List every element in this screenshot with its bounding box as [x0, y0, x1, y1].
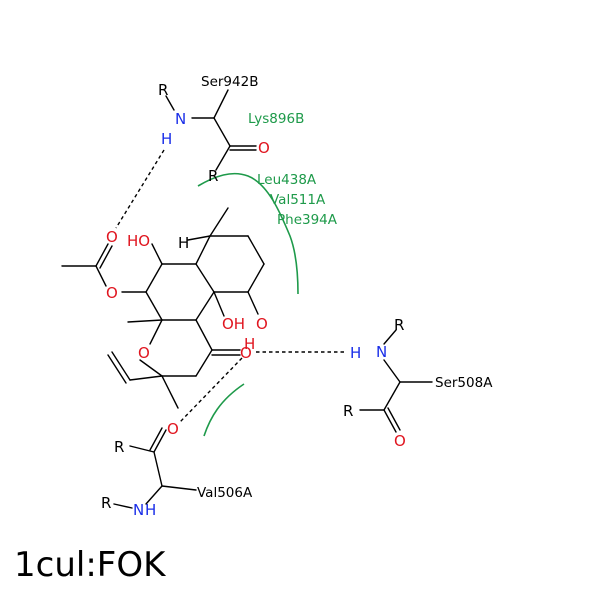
- atom-oh-c9: OH: [222, 315, 245, 333]
- hydrogen-bonds: [115, 149, 346, 423]
- atom-h-ring-junction: H: [178, 234, 189, 252]
- atom-r-val506a: R: [101, 494, 111, 512]
- atom-o-ketone: O: [240, 344, 252, 362]
- atom-o-val506a: O: [167, 420, 179, 438]
- atom-r-val506a-top: R: [114, 438, 124, 456]
- residue-label-leu438a: Leu438A: [257, 172, 317, 188]
- atom-o-acetyl-carbonyl: O: [106, 228, 118, 246]
- atom-h-c1-hydroxyl: H: [244, 335, 255, 353]
- atom-o-c1-hydroxyl: O: [256, 315, 268, 333]
- atom-o-ser508a: O: [394, 432, 406, 450]
- atom-n-ser942b: N: [175, 110, 186, 128]
- atom-o-acetyl-ester: O: [106, 284, 118, 302]
- atom-nh-n-val506a: N: [133, 501, 144, 519]
- atom-h-ser942b: H: [161, 130, 172, 148]
- residue-label-val506a: Val506A: [197, 485, 253, 501]
- atom-o-ring-ether: O: [138, 344, 150, 362]
- atom-r-ser508a-top: R: [394, 316, 404, 334]
- atom-o-ser942b: O: [258, 139, 270, 157]
- atom-nh-h-val506a: H: [145, 501, 156, 519]
- residue-label-val511a: Val511A: [270, 192, 326, 208]
- residue-label-ser508a: Ser508A: [435, 375, 493, 391]
- hydrophobic-arc-upper: [197, 172, 299, 295]
- atom-n-ser508a: N: [376, 343, 387, 361]
- residue-bonds: [113, 89, 433, 509]
- hydrophobic-arc-lower: [203, 383, 245, 437]
- atom-r-lys896b: R: [208, 167, 218, 185]
- residue-label-lys896b: Lys896B: [248, 111, 304, 127]
- atom-ho-c1: HO: [127, 232, 150, 250]
- residue-label-phe394a: Phe394A: [277, 212, 338, 228]
- ligand-bonds: [61, 207, 265, 409]
- atom-h-ser508a: H: [350, 344, 361, 362]
- residue-label-ser942b: Ser942B: [201, 74, 258, 90]
- atom-r-ser942b: R: [158, 81, 168, 99]
- atom-r-ser508a: R: [343, 402, 353, 420]
- pdb-code-title: 1cul:FOK: [14, 545, 166, 585]
